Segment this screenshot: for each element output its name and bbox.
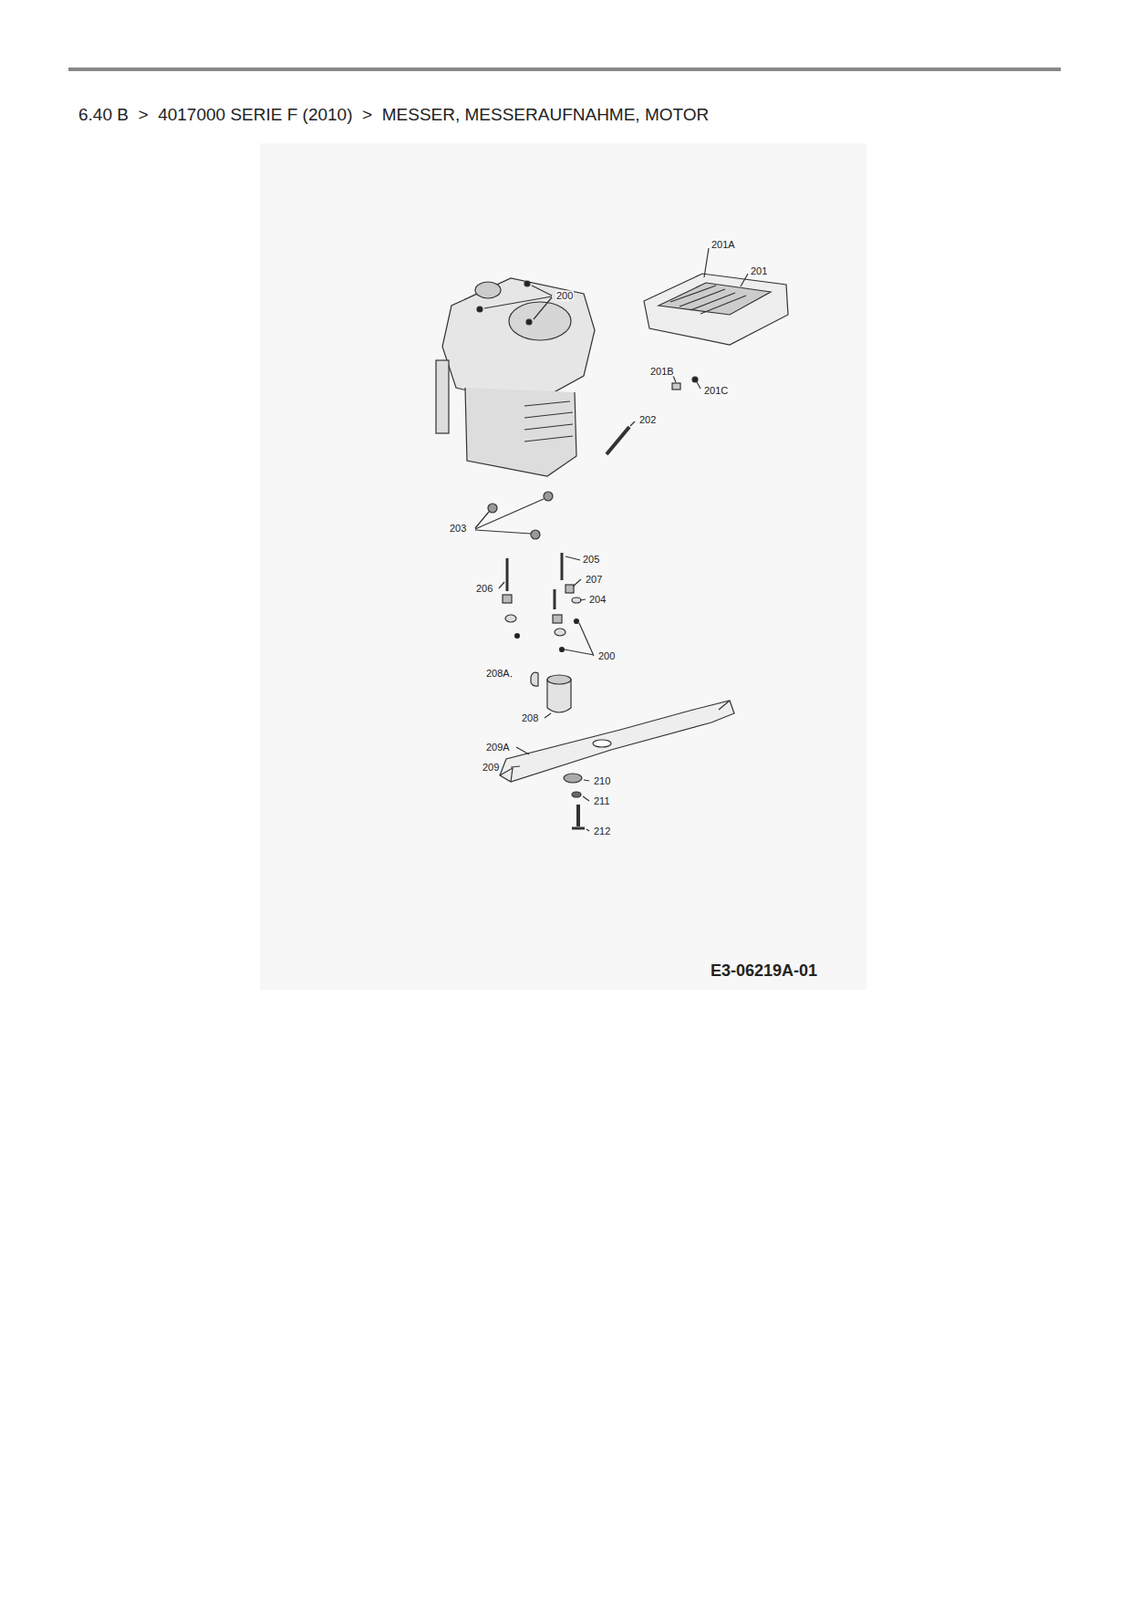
screw: [692, 376, 698, 383]
header-rule: [68, 67, 1061, 72]
cable: [606, 426, 630, 455]
callout-number: 201C: [703, 385, 729, 396]
leader-line: [673, 375, 701, 389]
stud: [507, 552, 562, 610]
bolt: [477, 306, 483, 312]
blade-washer: [563, 773, 582, 783]
leader-line: [564, 556, 594, 656]
adapter-top: [547, 674, 571, 685]
nut: [574, 619, 580, 624]
key: [530, 672, 539, 686]
callout-number: 208A: [485, 668, 511, 679]
bolt: [526, 319, 532, 325]
nut: [543, 491, 553, 501]
nut: [487, 503, 498, 513]
callout-number: 210: [592, 776, 612, 787]
engine-shroud: [442, 278, 595, 406]
washer: [554, 628, 566, 636]
callout-number: 205: [581, 554, 601, 565]
cover-grille: [658, 282, 771, 315]
callout-number: 200: [555, 290, 574, 301]
spacer: [552, 614, 562, 623]
clip: [672, 383, 681, 390]
blade-hole: [592, 739, 612, 748]
engine-cover: [643, 273, 789, 345]
leader-line: [630, 421, 635, 426]
leader-line: [510, 747, 530, 768]
cooling-fins: [524, 401, 573, 442]
page-title: 6.40 B > 4017000 SERIE F (2010) > MESSER…: [78, 105, 709, 124]
blade: [499, 700, 735, 782]
leader-line: [544, 713, 551, 718]
drawing-code: E3-06219A-01: [710, 962, 818, 979]
callout-number: 204: [588, 594, 607, 605]
lock-washer: [571, 791, 582, 798]
callout-number: 203: [448, 523, 467, 534]
callout-number: 209: [481, 762, 500, 773]
callout-number: 200: [597, 651, 616, 662]
bolt-head: [571, 827, 585, 831]
grille-lines: [670, 285, 747, 314]
callout-number: 211: [592, 796, 612, 807]
blade-bolt: [576, 804, 581, 827]
engine-block: [465, 387, 577, 477]
callout-number: 212: [592, 826, 612, 837]
fuel-cap: [475, 281, 501, 299]
washer: [571, 597, 582, 603]
callout-number: 206: [475, 583, 494, 594]
leader-line: [484, 285, 552, 320]
spacer: [565, 584, 574, 593]
leader-line: [704, 248, 748, 287]
drawing-ground: [259, 143, 867, 990]
spacer: [502, 594, 512, 603]
callout-number: 208: [520, 713, 540, 724]
nut: [560, 647, 565, 653]
callout-number: 201B: [649, 366, 675, 377]
callout-number: 201: [749, 266, 768, 277]
leader-line: [582, 779, 590, 831]
callout-number: 207: [584, 574, 603, 585]
leader-line: [498, 581, 505, 589]
recoil-starter: [508, 301, 571, 341]
bolt: [524, 280, 530, 287]
callout-number: 201A: [710, 239, 737, 250]
engine-bracket: [435, 360, 449, 434]
callout-number: 202: [638, 415, 657, 426]
nut: [530, 529, 540, 540]
callout-number: 209A: [485, 742, 511, 753]
nut: [515, 633, 520, 639]
washer: [505, 614, 517, 623]
blade-edge: [499, 700, 730, 782]
leader-line: [475, 498, 544, 534]
